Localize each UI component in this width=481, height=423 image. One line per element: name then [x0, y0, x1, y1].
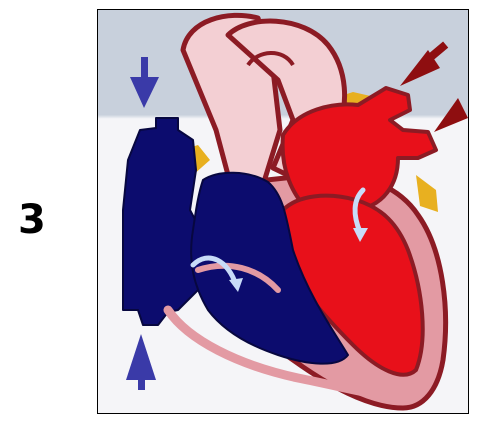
heart-diagram-frame: [97, 9, 469, 414]
heart-diagram: [98, 10, 468, 413]
step-number: 3: [18, 196, 58, 244]
